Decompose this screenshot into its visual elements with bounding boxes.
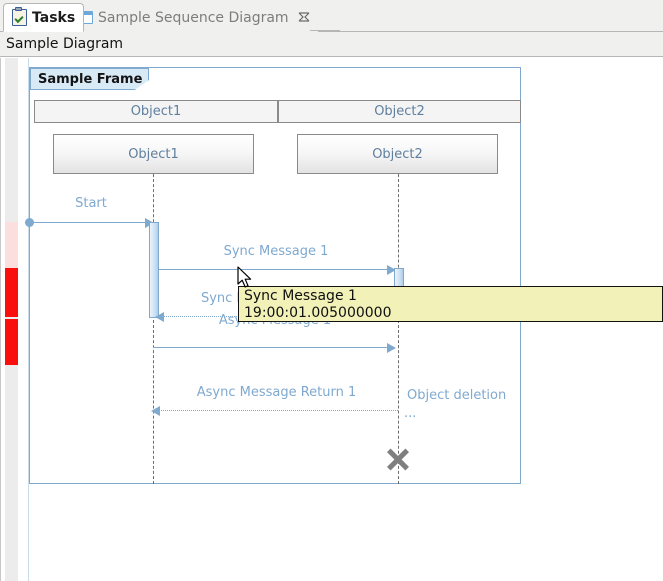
message-line-start[interactable] [29, 222, 148, 223]
annotation-object-deletion-text: Object deletion [407, 388, 507, 403]
message-label-sync-1-text: Sync Message 1 [223, 244, 329, 259]
mouse-cursor [237, 266, 253, 294]
page-title: Sample Diagram [0, 32, 663, 57]
activation-object1[interactable] [149, 222, 159, 318]
canvas-left-edge [28, 58, 29, 581]
frame-label-text: Sample Frame [38, 71, 143, 87]
column-header-object2-label: Object2 [374, 104, 425, 119]
editor-tab-bar: Tasks Sample Sequence Diagram [0, 0, 663, 32]
object-deletion-x-icon [385, 446, 411, 472]
sequence-frame[interactable] [29, 67, 521, 484]
tab-sample-sequence-diagram[interactable]: Sample Sequence Diagram [72, 3, 318, 32]
frame-label: Sample Frame [30, 68, 149, 90]
tooltip-timestamp: 19:00:01.005000000 [244, 305, 392, 321]
tooltip-title: Sync Message 1 [244, 288, 357, 304]
overview-marker-pink[interactable] [5, 222, 18, 268]
overview-ruler[interactable] [0, 58, 18, 581]
annotation-ellipsis: ... [404, 406, 444, 421]
lifeline-head-object1-label: Object1 [128, 146, 179, 162]
arrow-head-sync-return-1 [155, 312, 164, 322]
diagram-canvas[interactable]: Sample Frame Object1 Object2 Object1 Obj… [0, 58, 663, 581]
annotation-object-deletion: Object deletion [407, 388, 517, 403]
page-title-label: Sample Diagram [6, 36, 124, 52]
arrow-head-async-return-1 [151, 406, 160, 416]
arrow-head-sync-1 [387, 265, 396, 275]
overview-marker-red-2[interactable] [5, 319, 18, 365]
tab-tasks[interactable]: Tasks [3, 3, 85, 32]
lifeline-head-object2-label: Object2 [372, 146, 423, 162]
tab-sample-sequence-diagram-label: Sample Sequence Diagram [98, 9, 289, 26]
overview-marker-red-1[interactable] [5, 268, 18, 317]
lifeline-object2 [398, 174, 399, 484]
message-line-async-1[interactable] [153, 347, 393, 348]
close-icon[interactable] [298, 11, 310, 24]
message-label-async-return-1-text: Async Message Return 1 [196, 385, 357, 400]
lifeline-head-object1[interactable]: Object1 [53, 134, 254, 174]
clipboard-icon [12, 7, 27, 26]
message-label-start-text: Start [75, 196, 107, 211]
arrow-head-async-1 [387, 343, 396, 353]
message-label-async-return-1: Async Message Return 1 [155, 385, 398, 400]
lifeline-head-object2[interactable]: Object2 [297, 134, 498, 174]
lifeline-object1 [153, 174, 154, 484]
column-header-object2[interactable]: Object2 [278, 100, 521, 123]
message-line-sync-1[interactable] [159, 269, 393, 270]
message-label-sync-1: Sync Message 1 [159, 244, 393, 259]
annotation-ellipsis-text: ... [404, 406, 417, 421]
tooltip: Sync Message 1 19:00:01.005000000 [238, 286, 663, 322]
column-header-object1[interactable]: Object1 [34, 100, 278, 123]
column-header-object1-label: Object1 [130, 104, 182, 119]
tab-tasks-label: Tasks [32, 9, 76, 26]
message-line-async-return-1[interactable] [155, 410, 398, 411]
message-label-start: Start [29, 196, 153, 211]
